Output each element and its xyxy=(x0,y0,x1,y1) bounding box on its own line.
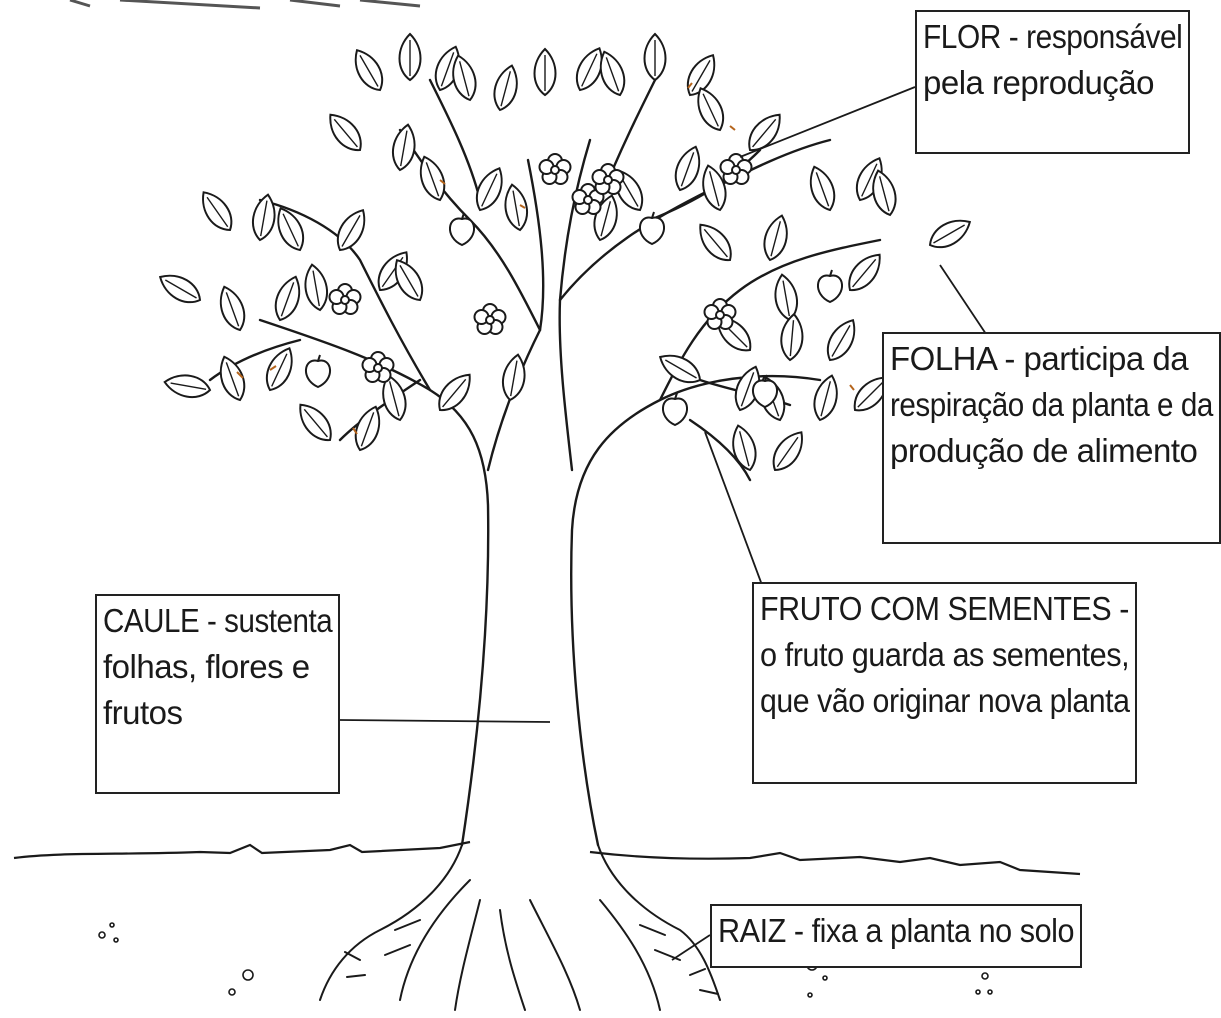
label-folha-line-2: respiração da planta e da xyxy=(890,386,1213,423)
label-flor: FLOR - responsável pela reprodução xyxy=(915,10,1190,154)
trunk xyxy=(208,68,882,847)
label-folha: FOLHA - participa da respiração da plant… xyxy=(882,332,1221,544)
label-caule-line-1: CAULE - sustenta xyxy=(103,602,333,639)
leader-lines xyxy=(339,86,991,961)
label-raiz-line-1: RAIZ - fixa a planta no solo xyxy=(718,912,1074,949)
label-raiz: RAIZ - fixa a planta no solo xyxy=(710,904,1082,968)
leader-flor xyxy=(739,86,916,158)
leader-caule xyxy=(339,719,551,723)
label-folha-line-3: produção de alimento xyxy=(890,432,1198,469)
label-flor-line-2: pela reprodução xyxy=(923,64,1155,101)
label-flor-line-1: FLOR - responsável xyxy=(923,18,1183,55)
label-folha-line-1: FOLHA - participa da xyxy=(890,340,1189,377)
label-fruto-line-2: o fruto guarda as sementes, xyxy=(760,636,1130,673)
clipped-heading-fragment xyxy=(69,0,421,10)
label-caule: CAULE - sustenta folhas, flores e frutos xyxy=(95,594,340,794)
label-fruto: FRUTO COM SEMENTES - o fruto guarda as s… xyxy=(752,582,1137,784)
roots xyxy=(319,844,721,1011)
accent-marks xyxy=(236,82,855,435)
leader-folha xyxy=(939,264,991,341)
label-fruto-line-1: FRUTO COM SEMENTES - xyxy=(760,590,1129,627)
label-caule-line-3: frutos xyxy=(103,694,183,731)
label-caule-line-2: folhas, flores e xyxy=(103,648,310,685)
label-fruto-line-3: que vão originar nova planta xyxy=(760,682,1130,719)
leader-fruto xyxy=(704,431,763,586)
ground-line xyxy=(13,840,1081,876)
leader-raiz xyxy=(671,934,711,961)
